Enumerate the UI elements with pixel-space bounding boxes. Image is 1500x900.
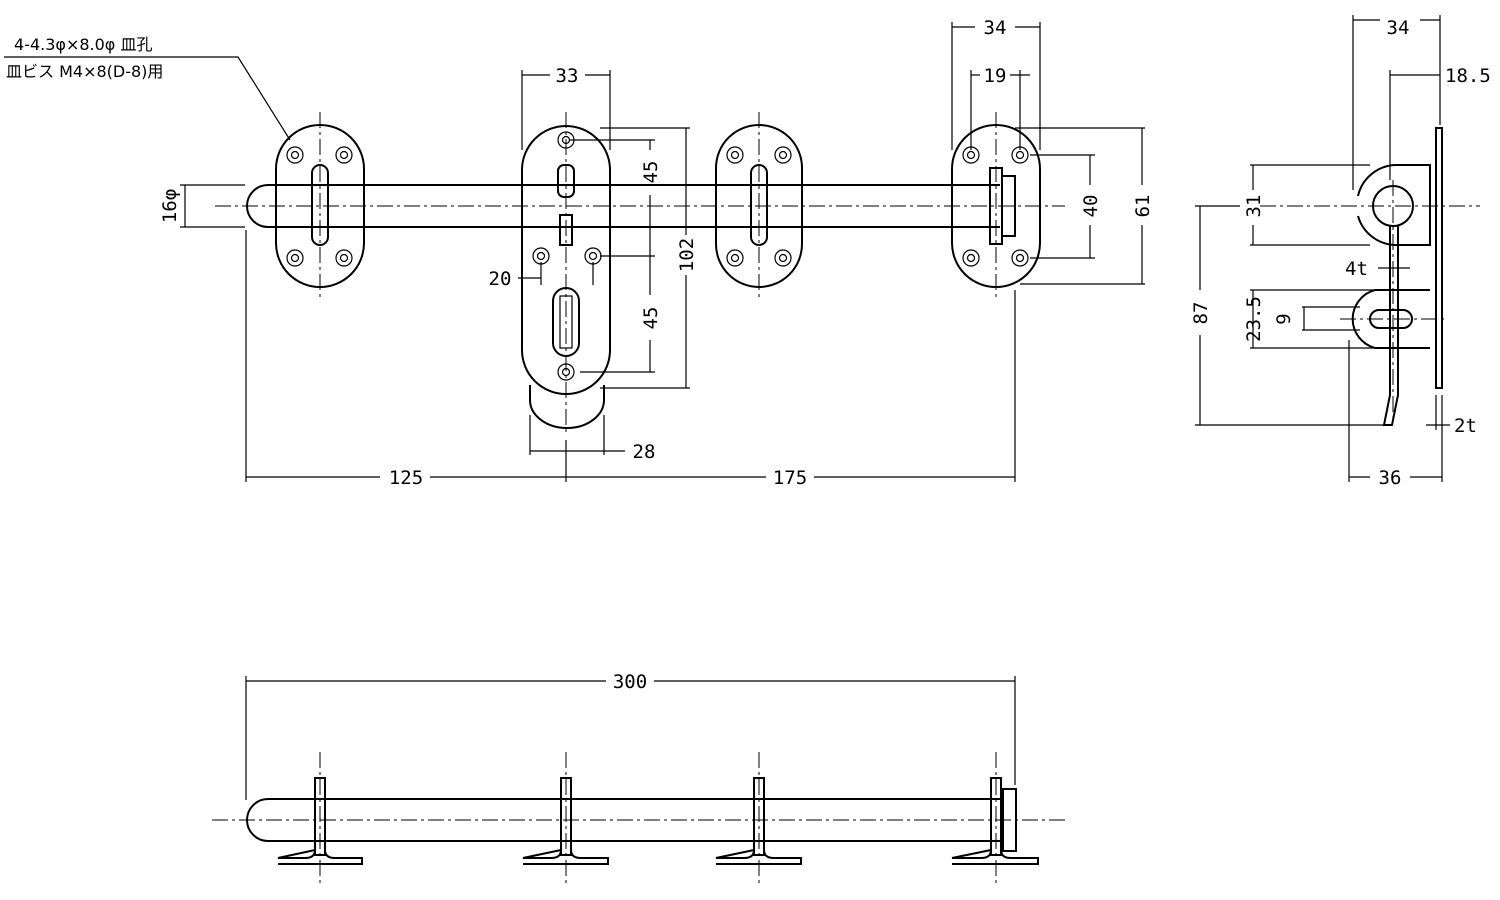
dim-hole-pitch: 20 [489, 268, 512, 290]
end-plate [951, 112, 1041, 300]
note-line-1: 4-4.3φ×8.0φ 皿孔 [14, 35, 152, 54]
note-line-2: 皿ビス M4×8(D-8)用 [6, 62, 163, 81]
dim-side-offset: 18.5 [1445, 65, 1491, 87]
dim-end-plate-height: 61 [1132, 195, 1154, 218]
dim-end-hole-pitch: 19 [984, 65, 1007, 87]
dim-hook-thickness: 4t [1345, 258, 1368, 280]
dim-lower-pitch: 45 [640, 307, 662, 330]
dim-end-plate-width: 34 [984, 17, 1007, 39]
dim-overall-length: 300 [613, 671, 647, 693]
latch-plate [521, 112, 611, 435]
dim-upper-pitch: 45 [640, 161, 662, 184]
bottom-view: 300 [212, 671, 1068, 885]
dim-latch-width: 33 [556, 65, 579, 87]
mounting-plate-3 [715, 112, 803, 300]
dim-tongue-width: 28 [633, 441, 656, 463]
dim-side-width: 34 [1387, 17, 1410, 39]
side-view: 34 18.5 31 87 4t 23.5 9 2t 36 [1190, 15, 1491, 489]
dim-total-height: 87 [1190, 302, 1212, 325]
dim-end-hole-vertical: 40 [1080, 195, 1102, 218]
dim-bar-diameter: 16φ [159, 189, 181, 223]
dim-plate-thickness: 2t [1454, 415, 1477, 437]
dim-depth: 36 [1379, 467, 1402, 489]
dim-lower-bracket-height: 23.5 [1243, 296, 1265, 342]
dim-left-offset: 125 [389, 467, 423, 489]
dim-right-offset: 175 [773, 467, 807, 489]
dim-bracket-height: 31 [1243, 195, 1265, 218]
front-view: 16φ 33 45 45 102 20 28 125 175 34 19 40 … [159, 17, 1154, 489]
mounting-plate-1 [275, 112, 365, 300]
dim-latch-height: 102 [676, 238, 698, 272]
dim-slot-width: 9 [1273, 313, 1295, 324]
screw-hole-note: 4-4.3φ×8.0φ 皿孔 皿ビス M4×8(D-8)用 [4, 35, 291, 141]
